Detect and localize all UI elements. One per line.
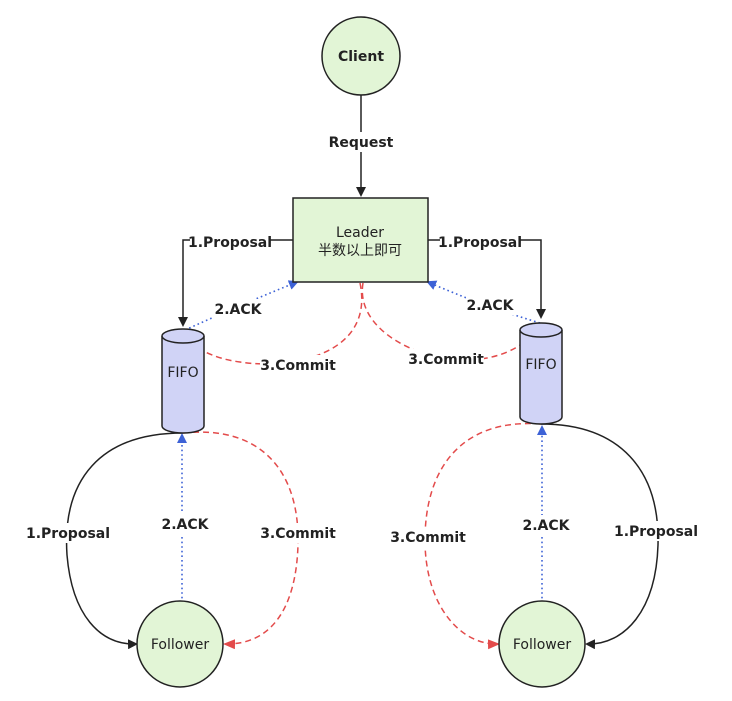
proposal-edge-left-bottom: [65, 432, 184, 650]
proposal-label-right-bottom: 1.Proposal: [614, 524, 698, 540]
ack-label-right-top: 2.ACK: [466, 298, 514, 314]
fifo-left-node[interactable]: FIFO: [161, 328, 205, 434]
commit-edge-left-top: [183, 282, 363, 365]
follower-right-node[interactable]: Follower: [498, 600, 586, 688]
commit-label-left-bottom-group: 3.Commit: [260, 523, 336, 543]
proposal-label-leader-left: 1.Proposal: [188, 235, 272, 251]
proposal-label-left-bottom-group: 1.Proposal: [26, 523, 110, 543]
leader-label: Leader: [336, 225, 384, 241]
ack-label-left-bottom: 2.ACK: [161, 517, 209, 533]
request-label-group: Request: [328, 132, 394, 152]
ack-label-left-top-group: 2.ACK: [214, 299, 263, 319]
follower-left-label: Follower: [151, 637, 210, 653]
follower-right-label: Follower: [513, 637, 572, 653]
fifo-right-label: FIFO: [525, 357, 556, 373]
proposal-label-right-bottom-group: 1.Proposal: [614, 521, 698, 541]
commit-edge-left-bottom: [182, 431, 299, 650]
commit-label-right-top-group: 3.Commit: [408, 349, 484, 369]
commit-edge-right-bottom: [424, 422, 542, 650]
client-label: Client: [338, 49, 384, 65]
proposal-label-leader-right-group: 1.Proposal: [438, 232, 522, 252]
commit-label-right-bottom-group: 3.Commit: [390, 527, 466, 547]
follower-left-node[interactable]: Follower: [136, 600, 224, 688]
fifo-left-label: FIFO: [167, 365, 198, 381]
commit-label-left-bottom: 3.Commit: [260, 526, 336, 542]
proposal-label-left-bottom: 1.Proposal: [26, 526, 110, 542]
ack-label-right-bottom: 2.ACK: [522, 518, 570, 534]
leader-node[interactable]: Leader 半数以上即可: [292, 197, 429, 283]
request-label: Request: [329, 135, 394, 151]
ack-label-left-top: 2.ACK: [214, 302, 262, 318]
ack-label-left-bottom-group: 2.ACK: [161, 514, 210, 534]
ack-label-right-bottom-group: 2.ACK: [522, 515, 571, 535]
commit-label-right-bottom: 3.Commit: [390, 530, 466, 546]
proposal-label-leader-left-group: 1.Proposal: [188, 232, 272, 252]
proposal-edge-right-bottom: [540, 423, 659, 650]
ack-label-right-top-group: 2.ACK: [466, 295, 515, 315]
client-node[interactable]: Client: [321, 16, 401, 96]
commit-label-right-top: 3.Commit: [408, 352, 484, 368]
commit-label-left-top-group: 3.Commit: [260, 355, 336, 375]
leader-sublabel: 半数以上即可: [318, 243, 402, 259]
fifo-right-node[interactable]: FIFO: [519, 322, 563, 425]
proposal-label-leader-right: 1.Proposal: [438, 235, 522, 251]
commit-edge-right-top: [361, 282, 543, 361]
commit-label-left-top: 3.Commit: [260, 358, 336, 374]
